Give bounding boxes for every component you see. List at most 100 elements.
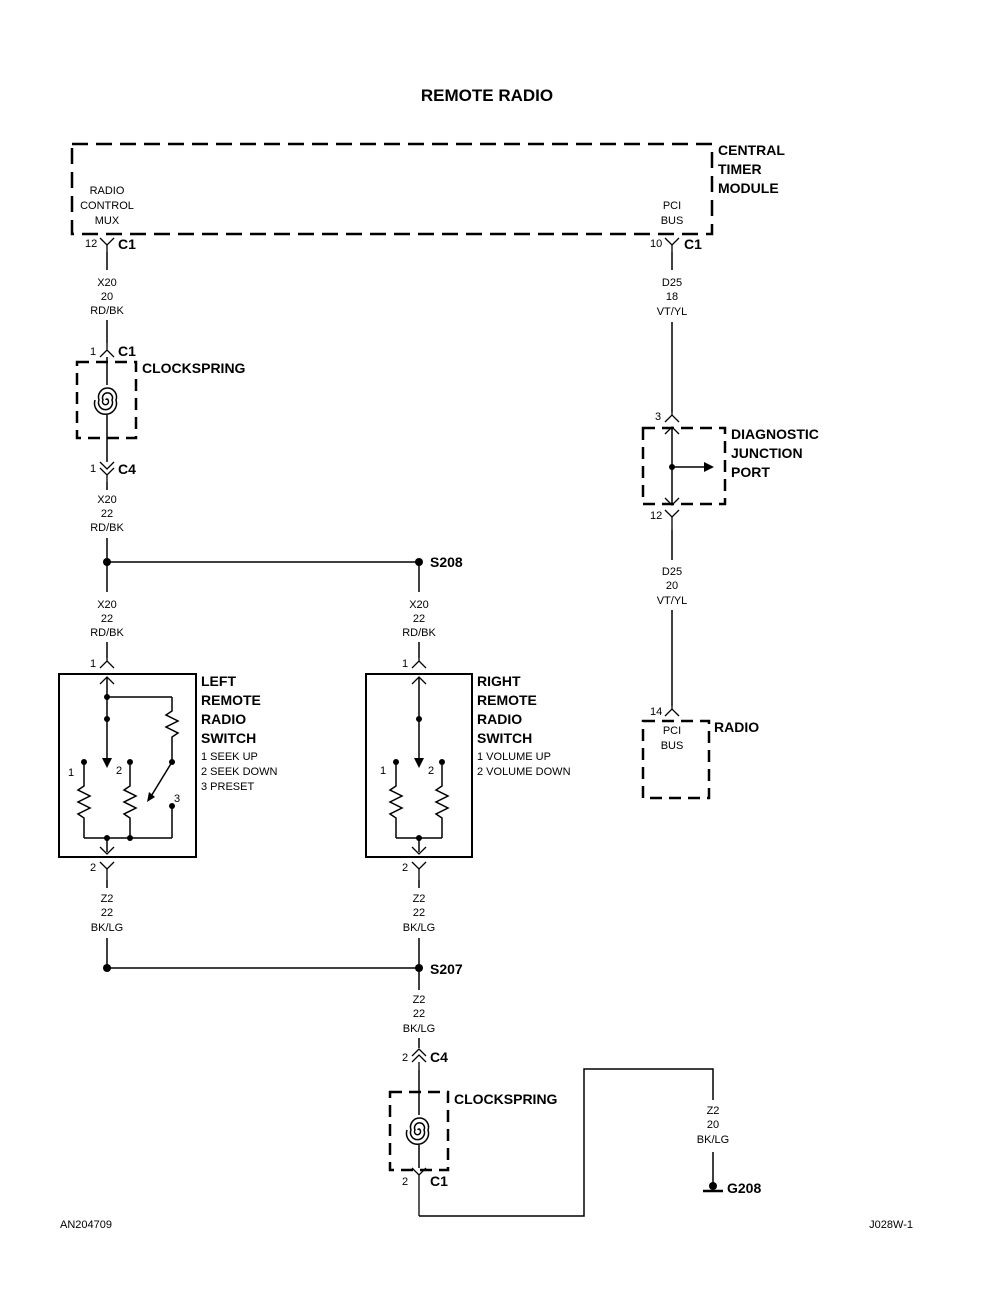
wire-label-x20-22-b: X20 22 RD/BK: [90, 599, 124, 639]
ctm-radio-pin-label-1: RADIO: [90, 185, 125, 197]
svg-text:VT/YL: VT/YL: [657, 306, 688, 318]
svg-text:Z2: Z2: [413, 893, 426, 905]
svg-text:2: 2: [402, 1176, 408, 1188]
connector-left-switch-1: 1: [90, 658, 115, 670]
right-contact-2: 2: [428, 765, 434, 777]
diagram-title: REMOTE RADIO: [421, 86, 553, 105]
svg-text:D25: D25: [662, 277, 682, 289]
left-switch-name-2: REMOTE: [201, 692, 261, 708]
connector-djp-12: 12: [650, 509, 680, 530]
svg-text:20: 20: [666, 580, 678, 592]
radio-pin-label-2: BUS: [661, 740, 684, 752]
svg-text:1: 1: [90, 463, 96, 475]
connector-clockspring-c4-top: 1 C4: [90, 461, 136, 482]
right-switch-name-4: SWITCH: [477, 730, 532, 746]
left-contact-2: 2: [116, 765, 122, 777]
ground-g208: G208: [703, 1180, 761, 1196]
clockspring-bottom: CLOCKSPRING: [388, 1070, 558, 1172]
svg-text:RD/BK: RD/BK: [90, 522, 124, 534]
svg-text:2: 2: [402, 1052, 408, 1064]
radio-pin-label-1: PCI: [663, 725, 681, 737]
clockspring-bottom-label: CLOCKSPRING: [454, 1091, 558, 1107]
svg-text:Z2: Z2: [413, 994, 426, 1006]
left-switch-name-4: SWITCH: [201, 730, 256, 746]
djp-name-1: DIAGNOSTIC: [731, 426, 819, 442]
svg-text:BK/LG: BK/LG: [403, 922, 435, 934]
svg-text:RD/BK: RD/BK: [402, 627, 436, 639]
svg-text:BK/LG: BK/LG: [697, 1134, 729, 1146]
svg-text:12: 12: [650, 510, 662, 522]
svg-text:22: 22: [101, 907, 113, 919]
splice-s207: S207: [103, 961, 463, 977]
svg-text:C1: C1: [118, 343, 136, 359]
svg-text:X20: X20: [97, 494, 117, 506]
left-contact-3: 3: [174, 793, 180, 805]
right-switch-func-2: 2 VOLUME DOWN: [477, 766, 571, 778]
connector-djp-3: 3: [655, 411, 680, 423]
svg-text:22: 22: [101, 508, 113, 520]
wire-label-z2-22-b: Z2 22 BK/LG: [403, 893, 435, 934]
svg-text:Z2: Z2: [101, 893, 114, 905]
svg-text:RD/BK: RD/BK: [90, 627, 124, 639]
connector-left-switch-2: 2: [90, 861, 115, 880]
connector-right-switch-2: 2: [402, 861, 427, 880]
svg-text:22: 22: [413, 1008, 425, 1020]
svg-text:S207: S207: [430, 961, 463, 977]
svg-text:D25: D25: [662, 566, 682, 578]
svg-text:X20: X20: [97, 277, 117, 289]
wire-label-z2-22-a: Z2 22 BK/LG: [91, 893, 123, 934]
connector-radio-14: 14: [650, 706, 680, 718]
wire-ground-return: [419, 1068, 714, 1217]
svg-text:X20: X20: [97, 599, 117, 611]
svg-text:Z2: Z2: [707, 1105, 720, 1117]
connector-clockspring-c1-bottom: 2 C1: [402, 1167, 448, 1216]
wire-label-d25-18: D25 18 VT/YL: [657, 277, 688, 318]
wire-label-x20-22-c: X20 22 RD/BK: [402, 599, 436, 639]
svg-text:C4: C4: [430, 1049, 448, 1065]
svg-text:RD/BK: RD/BK: [90, 305, 124, 317]
svg-text:G208: G208: [727, 1180, 761, 1196]
svg-text:22: 22: [413, 907, 425, 919]
svg-text:10: 10: [650, 238, 662, 250]
right-switch-func-1: 1 VOLUME UP: [477, 751, 551, 763]
right-contact-1: 1: [380, 765, 386, 777]
svg-text:20: 20: [101, 291, 113, 303]
clockspring-top-label: CLOCKSPRING: [142, 360, 246, 376]
wire-label-z2-20: Z2 20 BK/LG: [697, 1105, 729, 1146]
radio-name: RADIO: [714, 719, 759, 735]
left-remote-radio-switch: 1 2 3 LEFT REMOTE RADIO SWITCH 1 SEEK UP…: [58, 673, 277, 858]
svg-text:C1: C1: [684, 236, 702, 252]
footer-left-code: AN204709: [60, 1219, 112, 1231]
svg-text:X20: X20: [409, 599, 429, 611]
svg-text:12: 12: [85, 238, 97, 250]
svg-text:C1: C1: [430, 1173, 448, 1189]
footer-right-code: J028W-1: [869, 1219, 913, 1231]
ctm-pci-pin-label-1: PCI: [663, 200, 681, 212]
svg-text:1: 1: [90, 346, 96, 358]
svg-text:1: 1: [90, 658, 96, 670]
svg-text:2: 2: [90, 862, 96, 874]
central-timer-module: CENTRAL TIMER MODULE RADIO CONTROL MUX P…: [70, 142, 785, 236]
left-switch-func-3: 3 PRESET: [201, 781, 254, 793]
ctm-name-line-2: TIMER: [718, 161, 762, 177]
left-switch-name-3: RADIO: [201, 711, 246, 727]
wire-label-x20-20: X20 20 RD/BK: [90, 277, 124, 317]
wire-label-x20-22-a: X20 22 RD/BK: [90, 494, 124, 534]
svg-text:14: 14: [650, 706, 662, 718]
svg-text:3: 3: [655, 411, 661, 423]
connector-ctm-c1-12: 12 C1: [85, 236, 136, 252]
ctm-radio-pin-label-3: MUX: [95, 215, 120, 227]
djp-name-3: PORT: [731, 464, 770, 480]
svg-text:22: 22: [413, 613, 425, 625]
left-switch-name-1: LEFT: [201, 673, 236, 689]
svg-text:C4: C4: [118, 461, 136, 477]
left-contact-1: 1: [68, 767, 74, 779]
wire-label-d25-20: D25 20 VT/YL: [657, 566, 688, 607]
svg-text:1: 1: [402, 658, 408, 670]
right-switch-name-3: RADIO: [477, 711, 522, 727]
radio: PCI BUS RADIO: [641, 719, 759, 800]
right-switch-name-2: REMOTE: [477, 692, 537, 708]
connector-clockspring-c1-top: 1 C1: [90, 343, 136, 359]
svg-text:BK/LG: BK/LG: [91, 922, 123, 934]
